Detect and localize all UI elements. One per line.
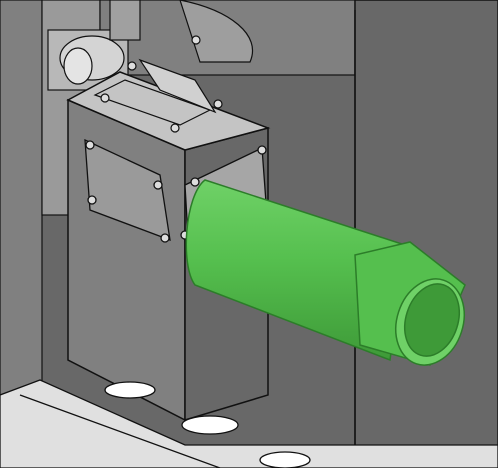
right-side-panel	[354, 0, 498, 468]
flue-pipe	[185, 179, 466, 366]
inspection-cover	[84, 138, 171, 243]
top-plate	[93, 35, 223, 133]
base-plate	[0, 379, 498, 468]
motor-assembly	[47, 0, 254, 91]
